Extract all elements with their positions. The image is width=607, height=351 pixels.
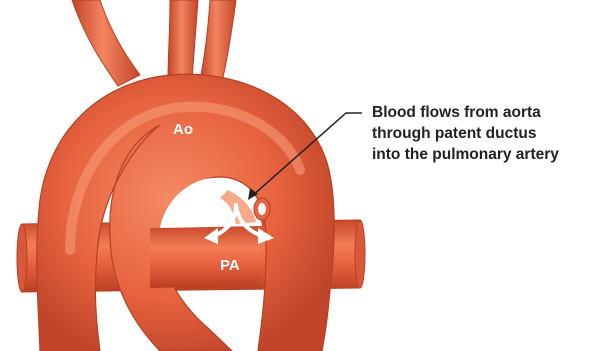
aorta-label: Ao [173, 121, 193, 138]
pulmonary-artery-front [150, 226, 260, 288]
callout-text: Blood flows from aorta through patent du… [372, 102, 602, 165]
pulmonary-artery-label: PA [220, 257, 240, 274]
callout-line: Blood flows from aorta [372, 102, 602, 123]
callout-line: into the pulmonary artery [372, 144, 602, 165]
aortic-branches [72, 0, 236, 86]
callout-line: through patent ductus [372, 123, 602, 144]
